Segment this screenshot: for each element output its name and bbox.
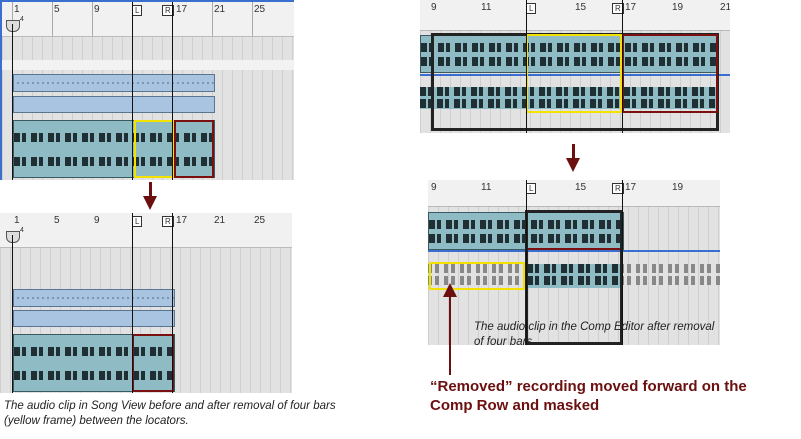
bar-number: 17 <box>176 215 188 226</box>
ruler[interactable]: 1 5 9 L R 17 21 25 4 <box>0 213 292 248</box>
comp-editor-before-panel: 9 11 L 15 R 17 19 21 <box>420 0 730 133</box>
bar-number: 11 <box>481 2 492 13</box>
bar-number: 19 <box>672 2 684 13</box>
song-position-marker[interactable] <box>6 20 20 32</box>
moved-section-frame <box>132 334 174 392</box>
left-locator[interactable]: L <box>132 5 143 16</box>
bar-number: 15 <box>575 2 587 13</box>
right-locator[interactable]: R <box>612 3 624 14</box>
audio-clip[interactable] <box>13 334 175 392</box>
right-locator[interactable]: R <box>612 183 624 194</box>
removed-section-frame <box>526 34 622 113</box>
bar-number: 21 <box>720 2 730 13</box>
bar-number: 17 <box>176 4 188 15</box>
bar-number: 1 <box>14 215 20 226</box>
left-locator[interactable]: L <box>526 183 537 194</box>
audio-clip[interactable] <box>13 120 215 178</box>
removed-recording-frame <box>429 262 525 290</box>
bar-number: 5 <box>54 215 60 226</box>
bar-number: 21 <box>214 4 226 15</box>
removed-section-frame <box>134 120 174 178</box>
bar-number: 11 <box>481 182 492 193</box>
comp-row-clip[interactable] <box>527 264 622 288</box>
note-clip[interactable] <box>13 74 215 92</box>
bar-number: 15 <box>575 182 587 193</box>
automation-clip[interactable] <box>13 96 215 113</box>
bar-number: 9 <box>94 4 100 15</box>
arrow-down-icon <box>143 196 157 210</box>
ruler[interactable]: 9 11 L 15 R 17 19 21 <box>420 0 730 31</box>
time-signature: 4 <box>20 16 24 23</box>
ruler[interactable]: 1 5 9 L R 17 21 25 4 <box>2 2 294 37</box>
bar-number: 9 <box>94 215 100 226</box>
audio-clip[interactable] <box>420 35 719 73</box>
song-view-before-panel: 1 5 9 L R 17 21 25 4 <box>0 0 294 180</box>
song-position-marker[interactable] <box>6 231 20 243</box>
bar-number: 5 <box>54 4 60 15</box>
comp-editor-caption: The audio clip in the Comp Editor after … <box>474 321 715 348</box>
left-locator[interactable]: L <box>132 216 143 227</box>
time-signature: 4 <box>20 227 24 234</box>
annotation-pointer <box>449 295 451 375</box>
bar-number: 25 <box>254 215 266 226</box>
right-locator[interactable]: R <box>162 216 174 227</box>
note-clip[interactable] <box>13 289 175 307</box>
automation-clip[interactable] <box>13 310 175 327</box>
comp-row-clip[interactable] <box>420 87 717 109</box>
bar-number: 1 <box>14 4 20 15</box>
bar-number: 19 <box>672 182 684 193</box>
moved-section-frame <box>174 120 214 178</box>
bar-number: 17 <box>625 2 637 13</box>
arrow-up-icon <box>443 283 457 297</box>
ruler[interactable]: 9 11 L 15 R 17 19 <box>428 180 720 207</box>
right-locator[interactable]: R <box>162 5 174 16</box>
left-locator[interactable]: L <box>526 3 537 14</box>
song-view-caption: The audio clip in Song View before and a… <box>4 400 336 427</box>
arrow-down-icon <box>566 158 580 172</box>
removed-recording-label: “Removed” recording moved forward on the… <box>430 378 747 414</box>
bar-number: 25 <box>254 4 266 15</box>
moved-section-frame <box>622 34 718 113</box>
bar-number: 9 <box>431 2 437 13</box>
bar-number: 21 <box>214 215 226 226</box>
comp-editor-after-panel: 9 11 L 15 R 17 19 <box>428 180 720 345</box>
bar-number: 17 <box>625 182 637 193</box>
bar-number: 9 <box>431 182 437 193</box>
song-view-after-panel: 1 5 9 L R 17 21 25 4 <box>0 213 292 393</box>
